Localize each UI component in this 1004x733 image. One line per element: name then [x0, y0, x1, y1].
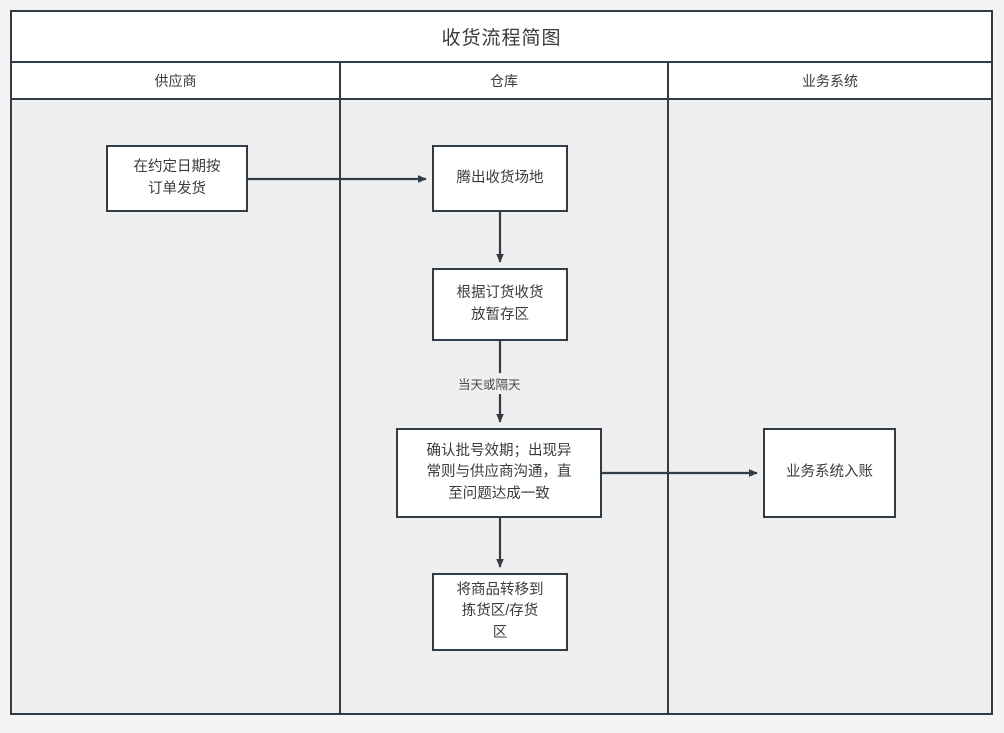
- diagram-title: 收货流程简图: [12, 12, 991, 63]
- lane-header-row: 供应商 仓库 业务系统: [12, 63, 991, 100]
- lane-column-warehouse: [341, 100, 669, 713]
- node-business-system-posting[interactable]: 业务系统入账: [763, 428, 896, 518]
- node-ship-by-order[interactable]: 在约定日期按 订单发货: [106, 145, 248, 212]
- lane-header-business-system: 业务系统: [802, 72, 858, 89]
- node-transfer-to-pick-storage[interactable]: 将商品转移到 拣货区/存货 区: [432, 573, 568, 651]
- node-receive-to-staging[interactable]: 根据订货收货 放暂存区: [432, 268, 568, 341]
- lane-column-business-system: [669, 100, 991, 713]
- lane-header-supplier: 供应商: [12, 63, 341, 98]
- edge-label-same-or-next-day: 当天或隔天: [455, 373, 524, 394]
- lane-header-warehouse: 仓库: [341, 63, 669, 98]
- node-verify-batch-expiry[interactable]: 确认批号效期；出现异 常则与供应商沟通，直 至问题达成一致: [396, 428, 602, 518]
- node-clear-receiving-area[interactable]: 腾出收货场地: [432, 145, 568, 212]
- lane-column-supplier: [12, 100, 341, 713]
